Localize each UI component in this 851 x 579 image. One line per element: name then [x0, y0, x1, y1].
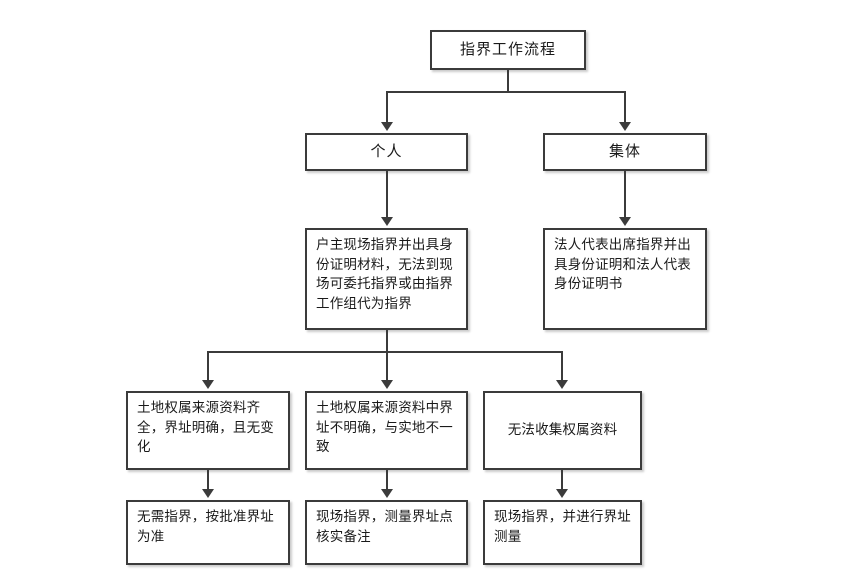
node-collective-requirement[interactable]: 法人代表出席指界并出具身份证明和法人代表身份证明书: [543, 228, 707, 330]
node-individual-requirement-label: 户主现场指界并出具身份证明材料，无法到现场可委托指界或由指界工作组代为指界: [316, 237, 453, 312]
arrowhead-condition-1-to-outcome-1: [202, 489, 214, 498]
connector-condition-3-to-outcome-3: [561, 470, 563, 491]
arrowhead-bus-to-condition-1: [202, 380, 214, 389]
arrowhead-root-to-collective: [619, 122, 631, 131]
node-condition-1[interactable]: 土地权属来源资料齐全，界址明确，且无变化: [126, 391, 290, 470]
node-condition-2-label: 土地权属来源资料中界址不明确，与实地不一致: [316, 400, 453, 455]
connector-individual-to-requirement: [386, 171, 388, 219]
node-individual-label: 个人: [370, 142, 403, 161]
arrowhead-condition-3-to-outcome-3: [556, 489, 568, 498]
connector-root-to-collective: [624, 91, 626, 124]
node-collective[interactable]: 集体: [543, 133, 707, 171]
connector-requirement-stem: [386, 330, 388, 352]
node-condition-3[interactable]: 无法收集权属资料: [483, 391, 642, 470]
arrowhead-bus-to-condition-3: [556, 380, 568, 389]
connector-root-to-individual: [386, 91, 388, 124]
node-outcome-1-label: 无需指界，按批准界址为准: [137, 509, 274, 545]
node-outcome-3[interactable]: 现场指界，并进行界址测量: [483, 500, 642, 565]
connector-condition-2-to-outcome-2: [386, 470, 388, 491]
node-collective-label: 集体: [608, 142, 641, 161]
node-outcome-1[interactable]: 无需指界，按批准界址为准: [126, 500, 290, 565]
connector-collective-to-requirement: [624, 171, 626, 219]
node-collective-requirement-label: 法人代表出席指界并出具身份证明和法人代表身份证明书: [554, 237, 691, 292]
arrowhead-root-to-individual: [381, 122, 393, 131]
connector-condition-bus: [207, 351, 563, 353]
node-individual[interactable]: 个人: [305, 133, 468, 171]
node-root-label: 指界工作流程: [459, 40, 556, 59]
connector-root-stem: [507, 70, 509, 92]
connector-bus-to-condition-1: [207, 351, 209, 382]
connector-bus-to-condition-2: [386, 351, 388, 382]
arrowhead-individual-to-requirement: [381, 217, 393, 226]
node-condition-2[interactable]: 土地权属来源资料中界址不明确，与实地不一致: [305, 391, 468, 470]
connector-root-bus: [386, 91, 626, 93]
connector-bus-to-condition-3: [561, 351, 563, 382]
node-condition-1-label: 土地权属来源资料齐全，界址明确，且无变化: [137, 400, 274, 455]
arrowhead-bus-to-condition-2: [381, 380, 393, 389]
connector-condition-1-to-outcome-1: [207, 470, 209, 491]
node-root[interactable]: 指界工作流程: [430, 30, 586, 70]
arrowhead-collective-to-requirement: [619, 217, 631, 226]
arrowhead-condition-2-to-outcome-2: [381, 489, 393, 498]
node-outcome-3-label: 现场指界，并进行界址测量: [494, 509, 631, 545]
node-outcome-2[interactable]: 现场指界，测量界址点核实备注: [305, 500, 468, 565]
node-outcome-2-label: 现场指界，测量界址点核实备注: [316, 509, 453, 545]
node-condition-3-label: 无法收集权属资料: [507, 421, 618, 438]
node-individual-requirement[interactable]: 户主现场指界并出具身份证明材料，无法到现场可委托指界或由指界工作组代为指界: [305, 228, 468, 330]
